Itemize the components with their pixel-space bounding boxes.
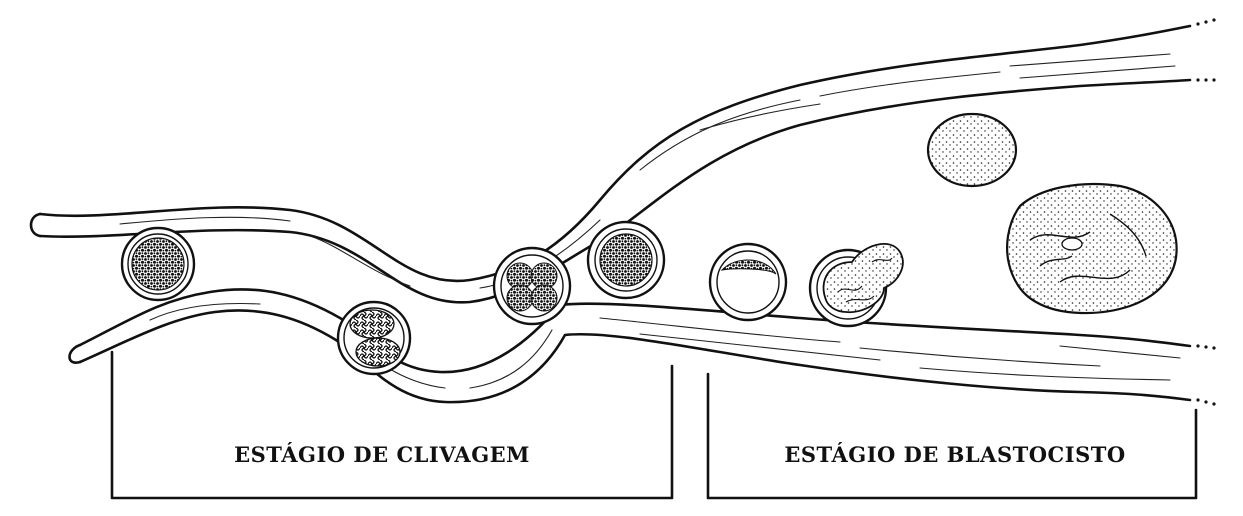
embryo-early-blastocyst: [710, 244, 786, 320]
label-blastocyst-stage: ESTÁGIO DE BLASTOCISTO: [784, 442, 1125, 467]
lower-wall-inner-edge: [80, 310, 1190, 402]
embryo-hatched-blastocyst: [928, 114, 1016, 186]
embryo-four-cell: [494, 248, 570, 324]
embryo-hatching-blastocyst: [810, 244, 903, 326]
upper-wall-tip: [31, 214, 40, 236]
lower-wall-outer-edge: [80, 289, 1190, 372]
embryo-expanded-blastocyst: [1007, 184, 1176, 313]
embryo-two-cell: [338, 302, 410, 374]
embryo-zygote: [122, 228, 194, 300]
embryo-morula: [588, 222, 664, 298]
lower-wall-tip: [70, 345, 81, 363]
tube-continuation-dots: [1196, 18, 1215, 405]
label-cleavage-stage: ESTÁGIO DE CLIVAGEM: [234, 442, 530, 467]
bracket-cleavage-stage: [112, 352, 672, 498]
